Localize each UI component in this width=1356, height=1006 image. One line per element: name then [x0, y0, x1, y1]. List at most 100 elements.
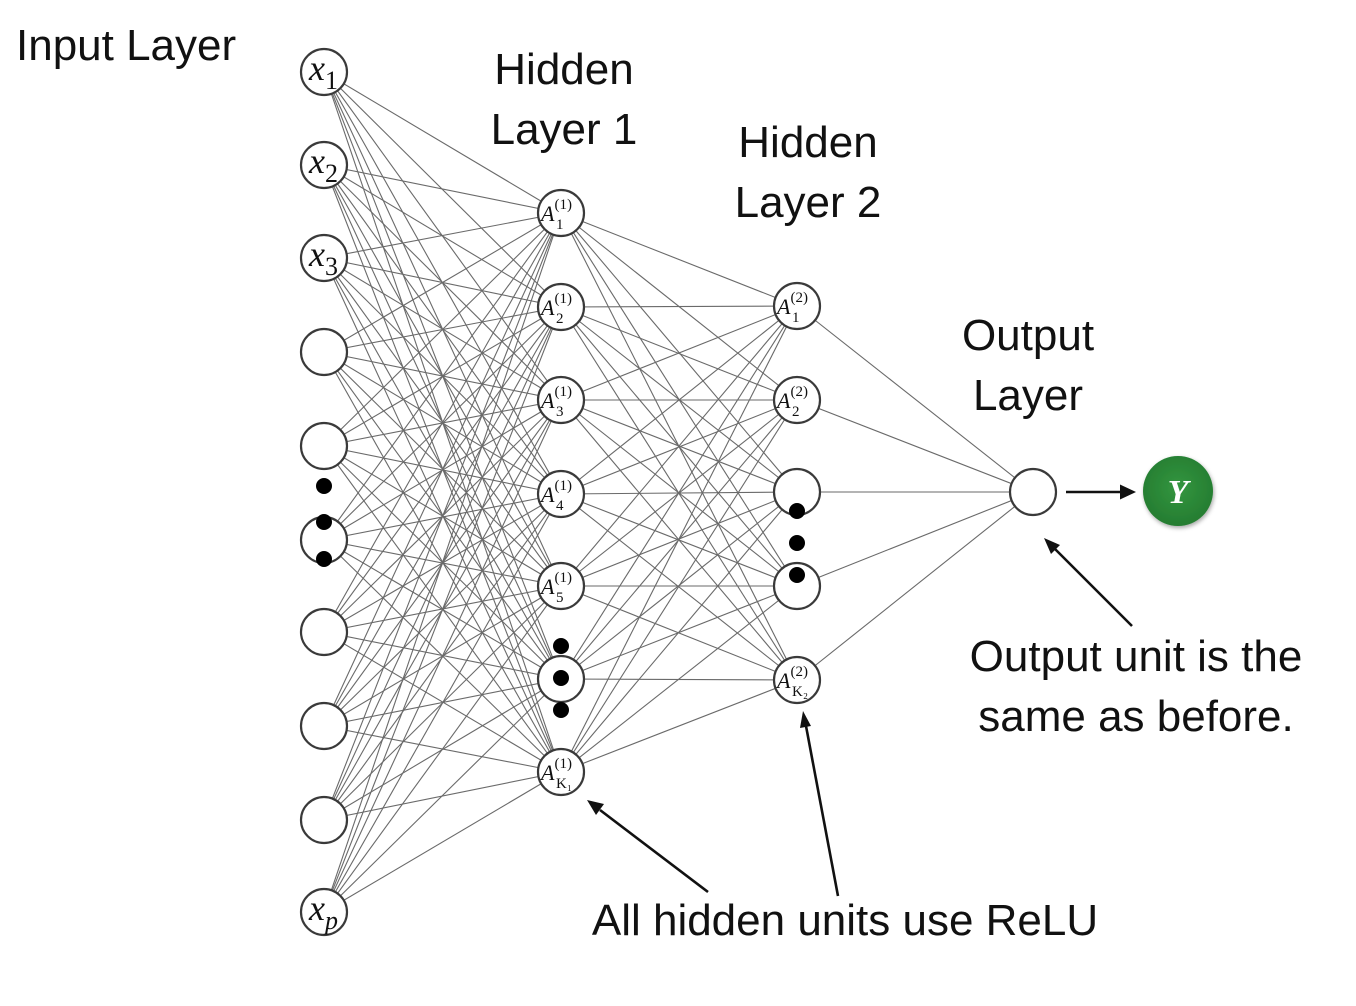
- hidden1-node-2: A(1)2: [536, 282, 586, 332]
- input-node-circle: [299, 421, 349, 471]
- edge-hidden1-7-to-hidden2-5: [560, 679, 798, 773]
- hidden2-node-circle: [772, 375, 822, 425]
- input-node-circle: [299, 140, 349, 190]
- hidden1-ellipsis-icon: [553, 638, 569, 718]
- edge-input-6-to-hidden1-1: [323, 212, 562, 541]
- input-node-9: [299, 795, 349, 845]
- hidden1-node-label: A(1)K₁: [539, 756, 572, 792]
- hidden2-node-label: A(2)K₂: [775, 664, 808, 700]
- edge-hidden1-2-to-hidden2-1: [560, 305, 798, 308]
- ellipsis-dot: [316, 478, 332, 494]
- output-node-1: [1008, 467, 1058, 517]
- hidden2-node-2: A(2)2: [772, 375, 822, 425]
- hidden2-node-circle: [772, 281, 822, 331]
- edge-input-4-to-hidden1-1: [323, 212, 562, 353]
- edge-input-7-to-hidden1-1: [323, 212, 562, 633]
- hidden-layer-1-title-line2: Layer 1: [491, 105, 638, 154]
- edge-hidden2-2-to-output-1: [796, 399, 1034, 493]
- edge-input-10-to-hidden1-2: [323, 306, 562, 913]
- edge-input-10-to-hidden1-7: [323, 771, 562, 913]
- input-node-circle: [299, 327, 349, 377]
- input-node-3: x3: [299, 233, 349, 283]
- hidden1-node-label: A(1)1: [539, 197, 572, 233]
- hidden1-node-1: A(1)1: [536, 188, 586, 238]
- edge-hidden1-5-to-hidden2-1: [560, 305, 798, 587]
- output-node-circle: [1008, 467, 1058, 517]
- hidden-layer-2-title-line2: Layer 2: [735, 178, 882, 227]
- input-node-label: x3: [308, 234, 338, 281]
- edge-input-8-to-hidden1-1: [323, 212, 562, 727]
- result-node-label: Y: [1168, 474, 1192, 511]
- ellipsis-dot: [553, 702, 569, 718]
- edge-input-10-to-hidden1-5: [323, 585, 562, 913]
- edge-input-10-to-hidden1-3: [323, 399, 562, 913]
- result-node-y: Y: [1143, 456, 1213, 526]
- result-node-circle: [1143, 456, 1213, 526]
- input-node-circle: [299, 701, 349, 751]
- relu-note: All hidden units use ReLU: [592, 896, 1098, 945]
- input-node-10: xp: [299, 887, 349, 937]
- hidden1-node-label: A(1)4: [539, 478, 572, 514]
- output-note-arrow-icon: [1044, 538, 1133, 627]
- edge-input-1-to-hidden1-1: [323, 71, 562, 214]
- edge-input-2-to-hidden1-1: [323, 164, 562, 214]
- hidden1-node-circle: [536, 375, 586, 425]
- input-node-8: [299, 701, 349, 751]
- input-layer-title: Input Layer: [16, 21, 236, 70]
- ellipsis-dot: [789, 503, 805, 519]
- hidden1-node-3: A(1)3: [536, 375, 586, 425]
- hidden2-node-circle: [772, 655, 822, 705]
- edge-input-10-to-hidden1-1: [323, 212, 562, 913]
- relu-arrow-hidden1-icon: [587, 800, 709, 894]
- hidden1-node-5: A(1)5: [536, 561, 586, 611]
- output-arrow-icon: [1066, 484, 1136, 500]
- edge-hidden2-4-to-output-1: [796, 491, 1034, 587]
- connection-edges: [323, 71, 1034, 913]
- network-nodes: x1 x2 x3 xp A(1)1A(1)2A(1)3A(1)4A(1)5A(1)K₁ A…: [299, 47, 1058, 937]
- input-node-4: [299, 327, 349, 377]
- ellipsis-dot: [789, 535, 805, 551]
- ellipsis-dot: [316, 551, 332, 567]
- hidden1-node-circle: [536, 469, 586, 519]
- input-node-circle: [299, 607, 349, 657]
- output-note-line2: same as before.: [978, 692, 1294, 741]
- input-node-1: x1: [299, 47, 349, 97]
- edge-hidden1-7-to-hidden2-1: [560, 305, 798, 773]
- relu-arrow-hidden2-icon: [800, 711, 840, 897]
- edge-hidden1-4-to-hidden2-1: [560, 305, 798, 495]
- output-layer-title-line2: Layer: [973, 371, 1083, 420]
- hidden1-node-7: A(1)K₁: [536, 747, 586, 797]
- hidden1-node-label: A(1)5: [539, 570, 572, 606]
- hidden1-node-label: A(1)3: [539, 384, 572, 420]
- hidden2-node-label: A(2)2: [775, 384, 808, 420]
- hidden-layer-2-title-line1: Hidden: [738, 118, 877, 167]
- hidden1-node-circle: [536, 188, 586, 238]
- ellipsis-dot: [553, 638, 569, 654]
- edge-hidden1-3-to-hidden2-1: [560, 305, 798, 401]
- edge-hidden1-4-to-hidden2-2: [560, 399, 798, 495]
- input-node-7: [299, 607, 349, 657]
- edge-hidden1-7-to-hidden2-4: [560, 585, 798, 773]
- ellipsis-dot: [316, 514, 332, 530]
- edge-hidden1-6-to-hidden2-1: [560, 305, 798, 680]
- ellipsis-dot: [789, 567, 805, 583]
- edge-hidden1-7-to-hidden2-3: [560, 491, 798, 773]
- ellipsis-dots: [316, 478, 805, 718]
- edge-hidden1-1-to-hidden2-1: [560, 212, 798, 307]
- output-layer-title-line1: Output: [962, 311, 1094, 360]
- input-node-label: x2: [308, 141, 338, 188]
- hidden2-ellipsis-icon: [789, 503, 805, 583]
- hidden1-node-4: A(1)4: [536, 469, 586, 519]
- input-node-2: x2: [299, 140, 349, 190]
- edge-input-3-to-hidden1-1: [323, 212, 562, 259]
- hidden1-node-circle: [536, 747, 586, 797]
- ellipsis-dot: [553, 670, 569, 686]
- hidden2-node-circle: [772, 561, 822, 611]
- input-node-circle: [299, 795, 349, 845]
- input-node-5: [299, 421, 349, 471]
- hidden1-node-circle: [536, 282, 586, 332]
- input-ellipsis-icon: [316, 478, 332, 567]
- edge-hidden2-5-to-output-1: [796, 491, 1034, 681]
- edge-input-9-to-hidden1-1: [323, 212, 562, 821]
